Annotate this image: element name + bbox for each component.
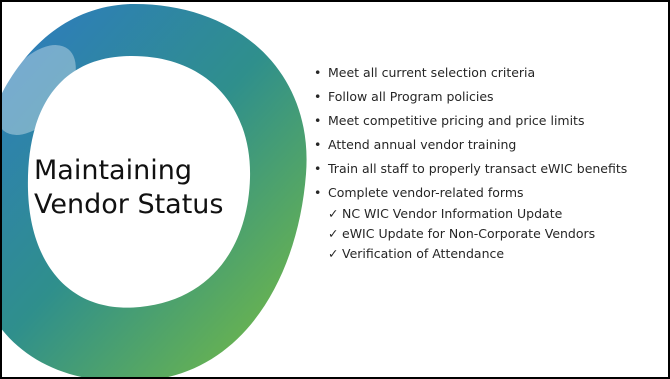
sub-bullet-item: eWIC Update for Non-Corporate Vendors — [328, 226, 657, 241]
slide-title: Maintaining Vendor Status — [34, 154, 223, 222]
ring-band — [2, 3, 307, 377]
title-line-1: Maintaining — [34, 155, 192, 186]
sub-bullet-list: NC WIC Vendor Information Update eWIC Up… — [328, 206, 657, 261]
bullet-list: Meet all current selection criteria Foll… — [312, 65, 657, 270]
sub-bullet-item: Verification of Attendance — [328, 246, 657, 261]
ring-highlight — [2, 45, 76, 135]
sub-bullet-item: NC WIC Vendor Information Update — [328, 206, 657, 221]
bullet-item-with-sublist: Complete vendor-related forms NC WIC Ven… — [312, 185, 657, 261]
bullet-item-text: Complete vendor-related forms — [328, 185, 524, 200]
bullet-item: Train all staff to properly transact eWI… — [312, 161, 657, 176]
bullet-item: Attend annual vendor training — [312, 137, 657, 152]
bullet-item: Meet competitive pricing and price limit… — [312, 113, 657, 128]
title-line-2: Vendor Status — [34, 189, 224, 220]
bullet-item: Follow all Program policies — [312, 89, 657, 104]
bullet-item: Meet all current selection criteria — [312, 65, 657, 80]
decorative-ring-graphic — [2, 3, 307, 377]
